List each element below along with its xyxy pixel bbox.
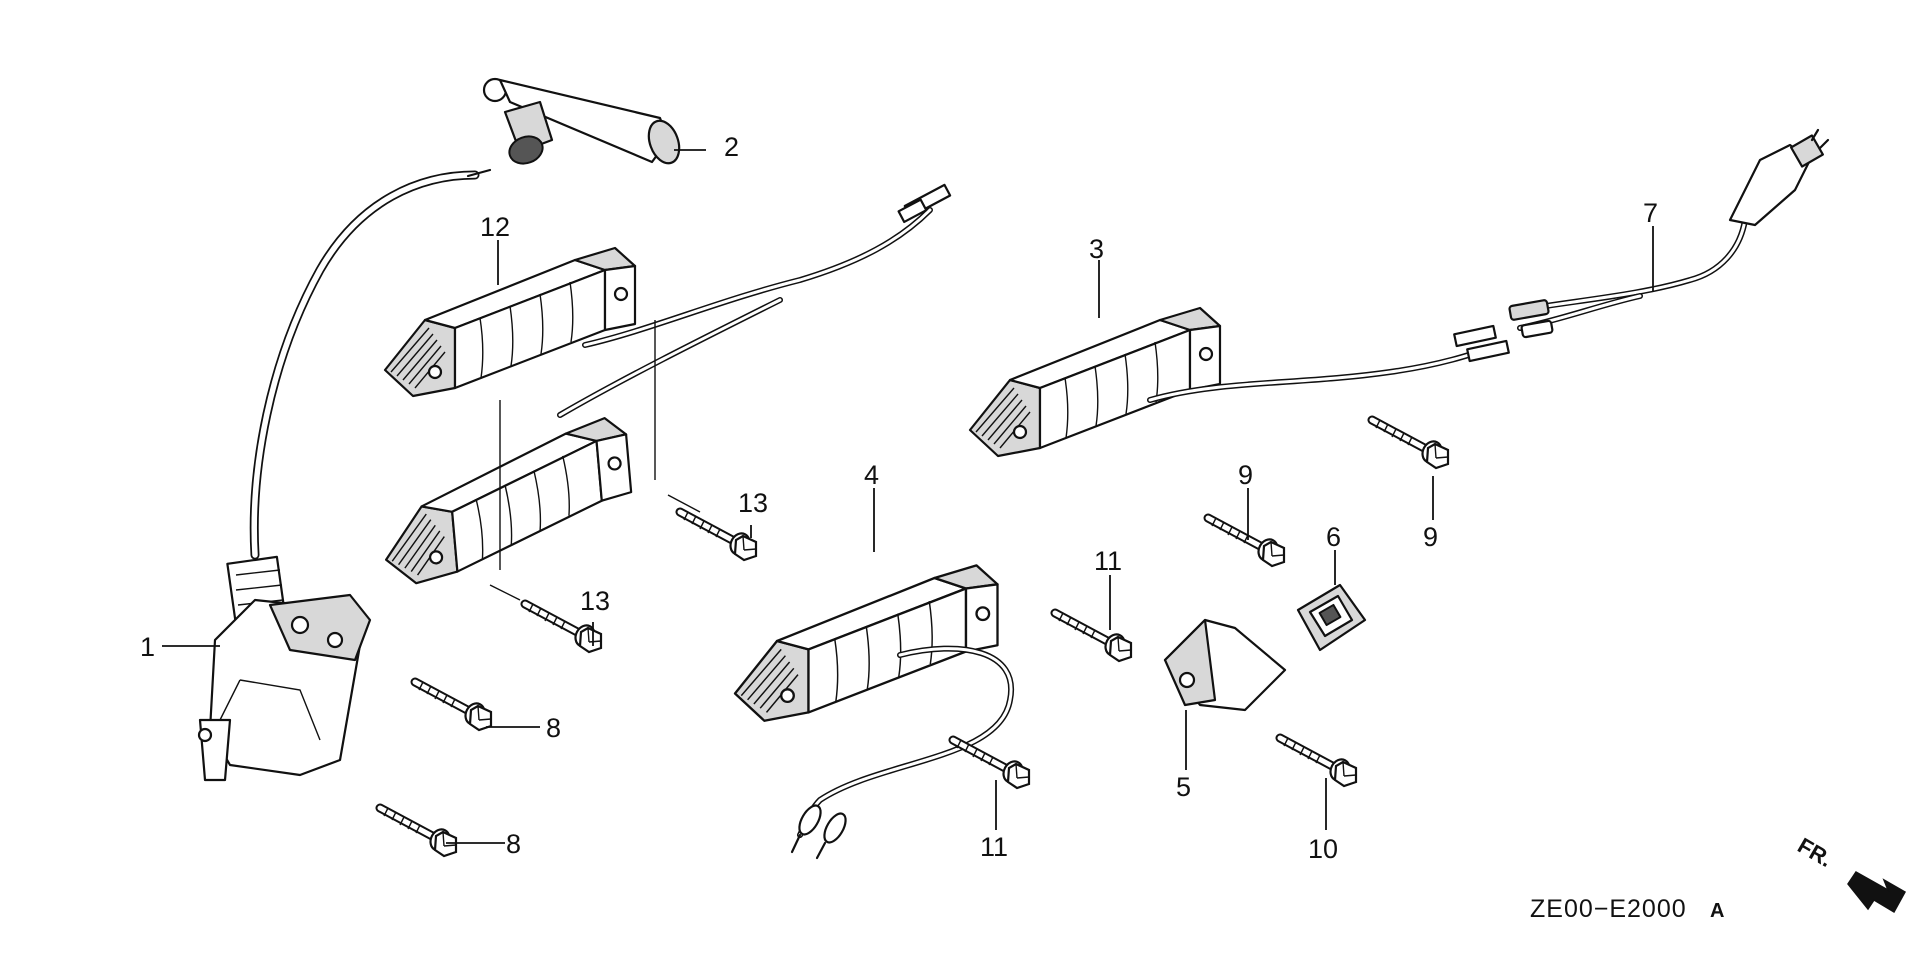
drawing-code: ZE00−E2000 (1530, 895, 1687, 923)
callout-2: 2 (724, 132, 739, 162)
bolt-part-8-upper (415, 682, 491, 730)
bolt-part-9-left (1208, 518, 1284, 566)
bolt-part-8-lower (380, 808, 456, 856)
bolt-part-11-lower (953, 740, 1029, 788)
callout-12: 12 (480, 212, 510, 242)
callout-9-left: 9 (1238, 460, 1253, 490)
front-direction-label: FR. (1794, 833, 1837, 872)
callout-6: 6 (1326, 522, 1341, 552)
charge-coil-part-12 (374, 183, 952, 601)
front-direction-arrow-icon (1847, 871, 1907, 914)
callout-8-upper: 8 (546, 713, 561, 743)
front-direction-indicator: FR. (1794, 833, 1907, 914)
callout-1: 1 (140, 632, 155, 662)
ignition-coil-part-1 (197, 168, 492, 782)
callout-10: 10 (1308, 834, 1338, 864)
charge-coil-part-4 (733, 564, 1015, 860)
bolt-part-9-right (1372, 420, 1448, 468)
cable-connector-part-7 (1508, 128, 1830, 339)
bolt-part-11-upper (1055, 613, 1131, 661)
exciter-coil-part-3 (968, 306, 1510, 458)
drawing-reference: ZE00−E2000 A (1530, 895, 1725, 923)
callout-9-right: 9 (1423, 522, 1438, 552)
grommet-part-6 (1296, 583, 1367, 652)
callout-13-lower: 13 (580, 586, 610, 616)
callout-11-lower: 11 (980, 832, 1008, 862)
leader-lines (162, 149, 1654, 844)
callout-7: 7 (1643, 198, 1658, 228)
bracket-part-5 (1163, 618, 1287, 712)
callout-8-lower: 8 (506, 829, 521, 859)
drawing-code-suffix: A (1710, 900, 1725, 922)
bolt-part-13-upper (680, 512, 756, 560)
callout-3: 3 (1089, 234, 1104, 264)
callout-4: 4 (864, 460, 879, 490)
callout-5: 5 (1176, 772, 1191, 802)
callout-11-upper: 11 (1094, 546, 1122, 576)
bolt-part-10 (1280, 738, 1356, 786)
spark-plug-cap-part-2 (482, 77, 681, 165)
callout-13-upper: 13 (738, 488, 768, 518)
callout-labels: 1 2 12 3 4 7 13 13 8 8 11 11 9 9 6 5 10 (140, 132, 1658, 864)
